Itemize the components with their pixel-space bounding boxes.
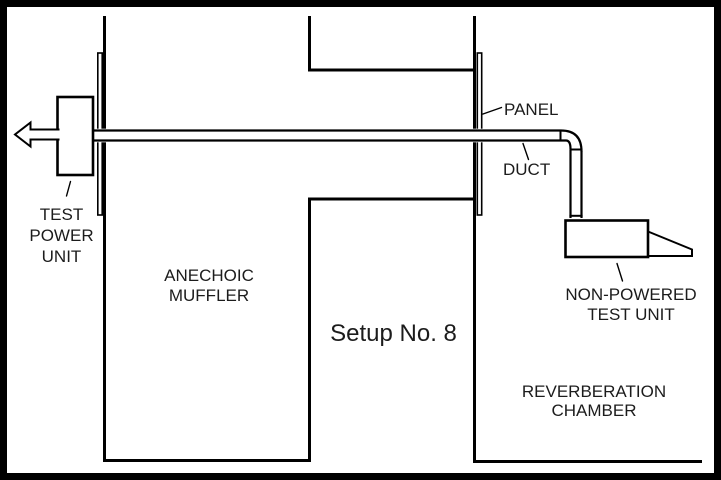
leader-lines <box>65 106 624 282</box>
non-powered-test-unit-label: NON-POWERED TEST UNIT <box>556 285 706 325</box>
reverberation-chamber-label: REVERBERATION CHAMBER <box>514 382 674 420</box>
duct-label: DUCT <box>503 160 551 179</box>
panel-leader <box>482 106 503 115</box>
walls <box>103 16 702 463</box>
duct-elbow-outer-curve <box>560 129 583 152</box>
duct-leader <box>522 142 530 161</box>
non-powered-test-unit-box <box>564 219 650 259</box>
figure-title: Setup No. 8 <box>330 320 457 347</box>
left-arrow-outline-icon <box>13 120 60 149</box>
anechoic-muffler-label-line1: ANECHOIC <box>164 266 254 285</box>
test-power-unit-label: TEST POWER UNIT <box>19 204 104 267</box>
test-power-unit-leader <box>65 180 72 197</box>
test-power-unit-label-line2: POWER <box>29 226 94 245</box>
reverberation-chamber-label-line1: REVERBERATION <box>521 382 667 401</box>
duct-elbow-inner-curve <box>565 139 572 150</box>
reverberation-chamber-label-line2: CHAMBER <box>551 401 637 420</box>
test-power-unit-label-line3: UNIT <box>41 247 82 266</box>
duct-vertical-lines <box>569 149 583 218</box>
duct-horizontal-lines <box>94 129 566 142</box>
non-powered-test-unit-label-line1: NON-POWERED <box>565 285 697 304</box>
panel-label: PANEL <box>504 100 559 119</box>
non-powered-test-unit-leader <box>616 262 624 282</box>
test-power-unit-label-line1: TEST <box>39 205 84 224</box>
anechoic-muffler-label: ANECHOIC MUFFLER <box>139 266 279 306</box>
duct-horizontal-body <box>94 128 561 143</box>
non-powered-test-unit-label-line2: TEST UNIT <box>587 305 675 324</box>
anechoic-muffler-label-line2: MUFFLER <box>168 286 250 305</box>
test-power-unit-box <box>56 95 95 177</box>
